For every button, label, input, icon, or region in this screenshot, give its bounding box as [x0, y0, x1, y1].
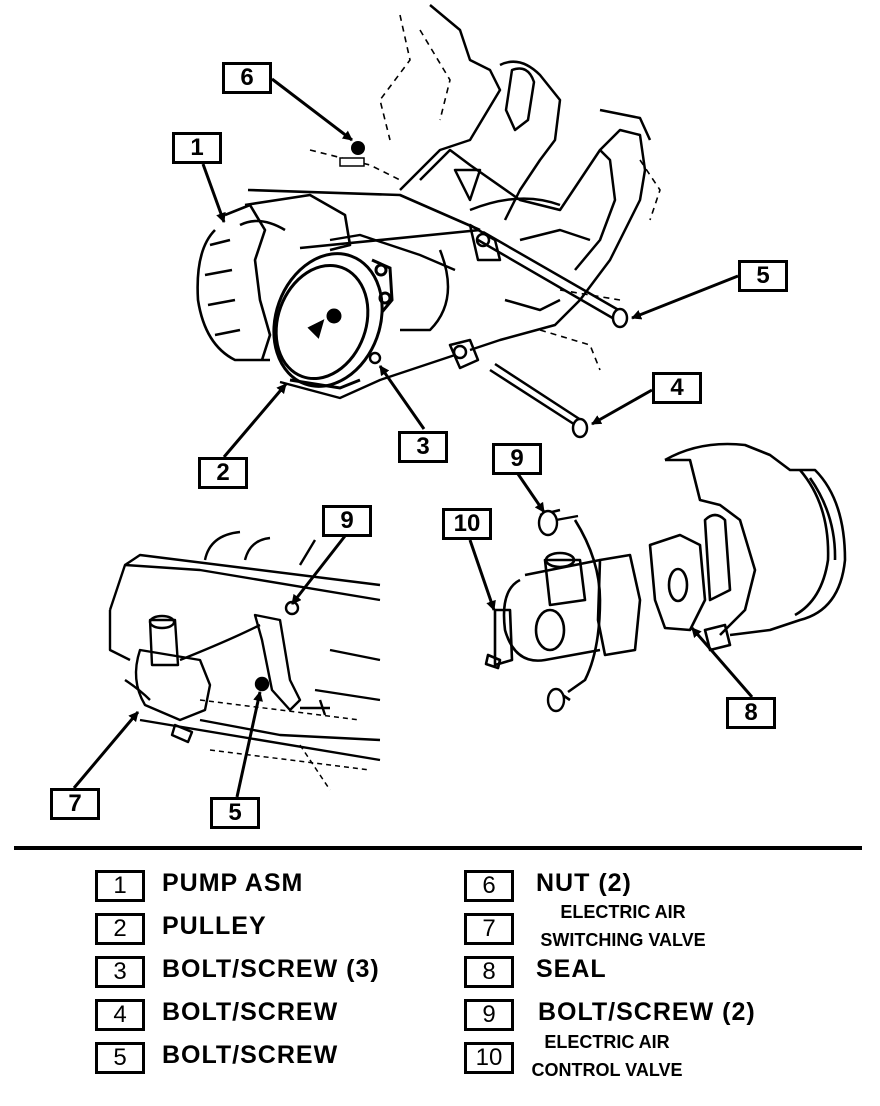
legend-label: PUMP ASM	[162, 869, 304, 897]
pump-body	[196, 188, 481, 362]
legend-label: NUT (2)	[536, 869, 632, 897]
legend-number: 2	[95, 913, 145, 945]
legend-label-line: ELECTRIC AIR	[560, 902, 686, 922]
switching-valve-area	[108, 530, 381, 762]
legend-label: SEAL	[536, 955, 607, 983]
bolt-long-4	[489, 362, 589, 439]
legend-label: ELECTRIC AIR SWITCHING VALVE	[528, 898, 718, 954]
engine-bracket	[399, 4, 652, 370]
legend-number: 3	[95, 956, 145, 988]
legend-number: 4	[95, 999, 145, 1031]
callout-9: 9	[322, 505, 372, 537]
legend-label: BOLT/SCREW	[162, 998, 339, 1026]
leader-arrows-top	[201, 77, 739, 458]
legend-number: 9	[464, 999, 514, 1031]
callout-10: 10	[442, 508, 492, 540]
leader-arrows-left	[72, 535, 347, 798]
callout-6: 6	[222, 62, 272, 94]
callout-4: 4	[652, 372, 702, 404]
legend-number: 8	[464, 956, 514, 988]
control-valve-bolts	[537, 509, 579, 713]
legend-label: ELECTRIC AIR CONTROL VALVE	[522, 1028, 692, 1084]
legend-number: 10	[464, 1042, 514, 1074]
control-valve-pump	[484, 442, 847, 702]
callout-5: 5	[738, 260, 788, 292]
nut-6	[339, 141, 365, 167]
switching-valve-dashes	[199, 699, 371, 791]
legend-label-line: SWITCHING VALVE	[540, 930, 706, 950]
callout-1: 1	[172, 132, 222, 164]
legend-label: BOLT/SCREW (3)	[162, 955, 380, 983]
callout-8: 8	[726, 697, 776, 729]
leader-arrows-right	[468, 473, 754, 698]
bolt-long-5	[477, 230, 629, 329]
callout-5: 5	[210, 797, 260, 829]
legend-number: 7	[464, 913, 514, 945]
callout-2: 2	[198, 457, 248, 489]
pulley-disk	[272, 252, 394, 390]
callout-7: 7	[50, 788, 100, 820]
callout-9: 9	[492, 443, 542, 475]
legend-number: 6	[464, 870, 514, 902]
legend-number: 1	[95, 870, 145, 902]
engine-background	[309, 14, 661, 371]
legend-label-line: CONTROL VALVE	[531, 1060, 683, 1080]
callout-3: 3	[398, 431, 448, 463]
legend-label-line: ELECTRIC AIR	[544, 1032, 670, 1052]
legend-number: 5	[95, 1042, 145, 1074]
legend-divider	[14, 846, 862, 850]
legend-label: PULLEY	[162, 912, 267, 940]
legend-label: BOLT/SCREW (2)	[538, 998, 756, 1026]
legend-label: BOLT/SCREW	[162, 1041, 339, 1069]
pump-lower-bracket	[279, 233, 456, 400]
